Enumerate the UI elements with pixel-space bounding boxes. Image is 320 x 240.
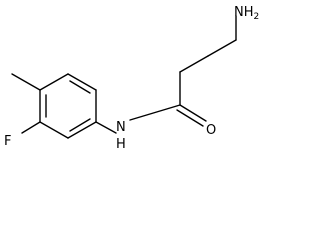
aryl-nitrogen-bond <box>95 121 117 134</box>
carbonyl-oxygen-label: O <box>206 123 216 138</box>
benzene-ring <box>39 73 97 139</box>
amine-label: NH2 <box>234 5 259 22</box>
amide-bond <box>129 104 181 121</box>
fluorine-label: F <box>4 134 11 149</box>
chemical-structure: F N H O NH2 <box>4 5 259 152</box>
amide-nitrogen-label: N <box>116 120 126 135</box>
ring-double-bond <box>69 80 91 94</box>
fluorine-bond <box>21 121 41 134</box>
svg-text:NH2: NH2 <box>234 5 259 22</box>
amine-hydrogen-count: 2 <box>254 12 260 22</box>
methyl-bond <box>11 73 41 91</box>
ring-bond <box>67 121 97 139</box>
chain-bond <box>207 39 237 57</box>
ring-bond <box>67 73 97 91</box>
amine-hydrogen-label: H <box>244 5 254 20</box>
ring-double-bond <box>69 118 91 132</box>
ring-bond <box>39 121 69 139</box>
amine-nitrogen-label: N <box>234 5 244 20</box>
amide-hydrogen-label: H <box>116 137 126 152</box>
chain-bond <box>179 55 209 73</box>
carbonyl-double-bond <box>176 109 204 127</box>
carbonyl-bond <box>179 104 207 122</box>
ring-bond <box>39 73 69 91</box>
